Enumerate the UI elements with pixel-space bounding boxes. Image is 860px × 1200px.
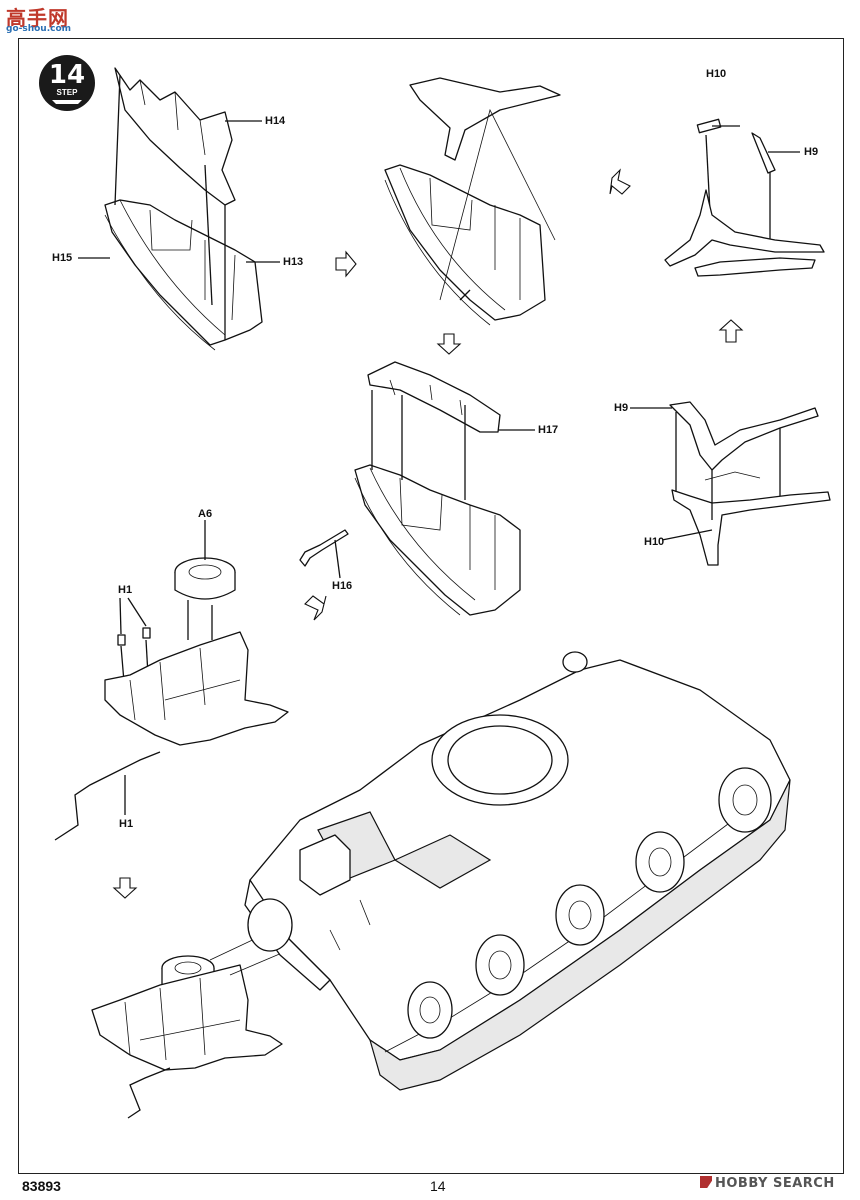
watermark-domain: go-shou.com	[6, 24, 72, 34]
part-label-h16: H16	[332, 580, 353, 592]
hobby-search-logo-icon	[700, 1176, 712, 1188]
brand-text: HOBBY SEARCH	[715, 1176, 835, 1191]
subassembly-h9-h10-mid	[630, 401, 831, 566]
road-wheels	[407, 767, 772, 1039]
part-label-h10-mid: H10	[644, 536, 665, 548]
part-label-h9-top: H9	[804, 146, 819, 158]
page-border	[18, 38, 844, 1174]
kit-code: 83893	[22, 1178, 61, 1194]
part-label-h17: H17	[538, 424, 559, 436]
subassembly-combined-frame	[384, 77, 561, 326]
page-number: 14	[430, 1178, 446, 1194]
part-label-h1-top: H1	[118, 584, 133, 596]
hobby-search-watermark: HOBBY SEARCH	[700, 1176, 835, 1191]
part-label-h1-bottom: H1	[119, 818, 134, 830]
subassembly-frame-installed	[91, 879, 396, 1119]
part-label-h13: H13	[283, 256, 304, 268]
step-badge: 14 STEP	[38, 54, 96, 112]
part-label-h14: H14	[265, 115, 286, 127]
site-watermark: 高手网 go-shou.com	[4, 2, 84, 36]
part-label-h10-top: H10	[706, 68, 727, 80]
part-label-h15: H15	[52, 252, 73, 264]
part-label-h9-mid: H9	[614, 402, 629, 414]
subassembly-h9-h10-top	[664, 118, 825, 277]
tank-hull	[244, 651, 791, 1091]
watermark-site-name: 高手网	[6, 8, 69, 30]
part-label-a6: A6	[198, 508, 213, 520]
subassembly-h17	[299, 361, 535, 616]
step-number: 14	[48, 60, 86, 90]
subassembly-a6-h1	[54, 520, 289, 841]
subassembly-h13-h14-h15	[78, 67, 280, 351]
step-label: STEP	[56, 88, 78, 97]
